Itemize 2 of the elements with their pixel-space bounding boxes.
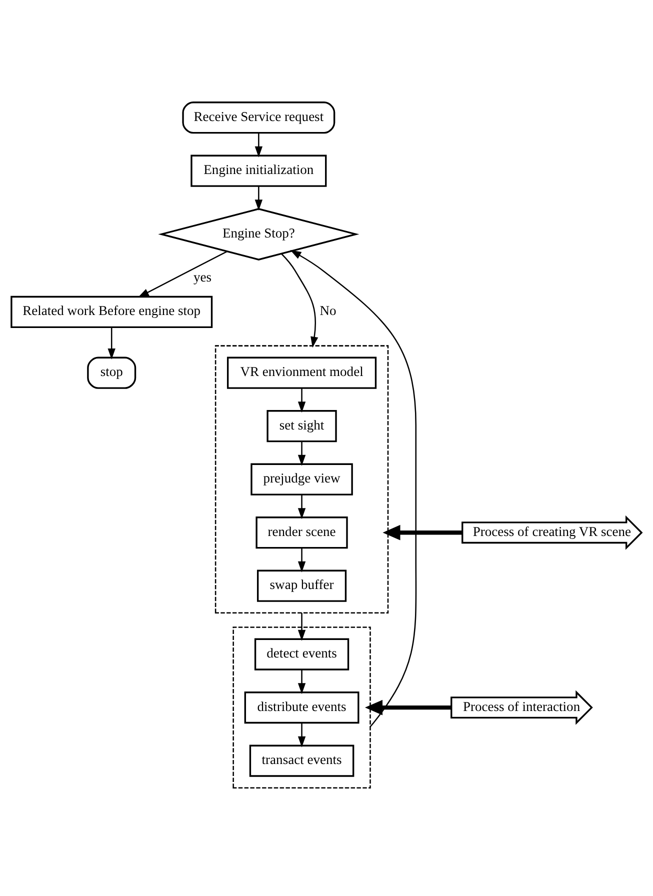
edge-label: No xyxy=(320,302,336,318)
edge-label: yes xyxy=(193,268,212,284)
